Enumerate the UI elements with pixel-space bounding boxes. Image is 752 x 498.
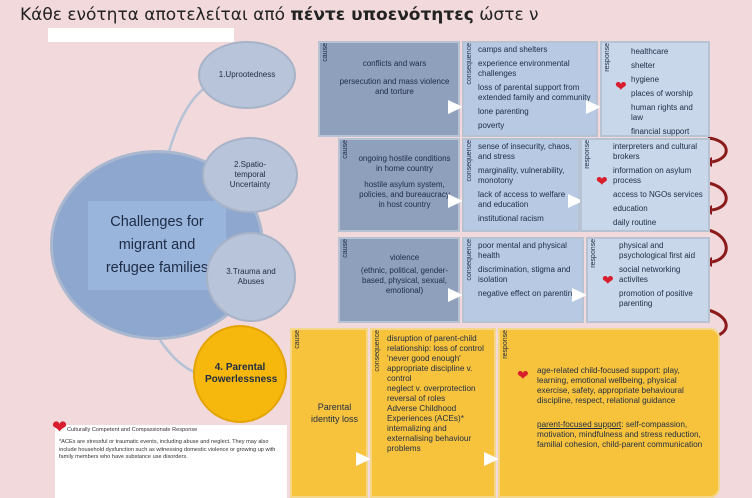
consequence-item: camps and shelters	[478, 45, 548, 54]
response-item: social networking activites	[619, 265, 681, 284]
response-item: education	[613, 204, 648, 213]
heart-icon: ❤	[517, 367, 529, 383]
row1-consequence-box: consequence camps and shelters experienc…	[462, 41, 598, 137]
cause-label: cause	[294, 330, 301, 349]
cause-label: cause	[342, 239, 349, 258]
consequence-item: lack of access to welfare and education	[478, 190, 566, 209]
cause-item: ongoing hostile conditions in home count…	[358, 154, 451, 173]
row-title: 1.Uprootedness	[218, 70, 276, 79]
consequence-item: neglect v. overprotection	[387, 384, 476, 393]
response-item: places of worship	[631, 89, 693, 98]
response-item: information on asylum process	[613, 166, 692, 185]
response-item: interpreters and cultural brokers	[613, 142, 698, 161]
response-item: access to NGOs services	[613, 190, 703, 199]
consequence-item: 'never good enough'	[387, 354, 461, 363]
uprootedness-circle: 1.Uprootedness	[198, 41, 296, 109]
consequence-item: loss of parental support from extended f…	[478, 83, 591, 102]
row3-response-box: response ❤ physical and psychological fi…	[586, 237, 710, 323]
row3-consequence-box: consequence poor mental and physical hea…	[462, 237, 584, 323]
consequence-item: lone parenting	[478, 107, 529, 116]
arrow-right-icon	[448, 100, 463, 114]
row1-cause-box: cause conflicts and wars persecution and…	[318, 41, 460, 137]
consequence-item: disruption of parent-child relationship:…	[387, 334, 484, 353]
arrow-right-icon	[356, 452, 371, 466]
response-text: : self-compassion, motivation, mindfulne…	[537, 420, 703, 449]
cause-item: persecution and mass violence and tortur…	[339, 77, 450, 96]
arrow-right-icon	[448, 194, 463, 208]
consequence-label: consequence	[466, 239, 473, 281]
heart-icon: ❤	[602, 272, 614, 288]
hub-label: Challenges for migrant and refugee famil…	[88, 200, 226, 290]
consequence-item: appropriate discipline v. control	[387, 364, 473, 383]
consequence-item: negative effect on parenting	[478, 289, 577, 298]
white-bar	[48, 28, 234, 42]
consequence-item: poor mental and physical health	[478, 241, 567, 260]
cause-label: cause	[342, 140, 349, 159]
cause-item: hostile asylum system, policies, and bur…	[359, 180, 450, 209]
row3-cause-box: cause violence (ethnic, political, gende…	[338, 237, 460, 323]
consequence-item: reversal of roles	[387, 394, 446, 403]
row2-consequence-box: consequence sense of insecurity, chaos, …	[462, 138, 580, 232]
arrow-right-icon	[484, 452, 499, 466]
curved-arrow-icon	[707, 136, 728, 164]
response-label: response	[590, 239, 597, 268]
consequence-label: consequence	[374, 330, 381, 372]
response-label: response	[584, 140, 591, 169]
uncertainty-circle: 2.Spatio-temporal Uncertainty	[202, 137, 298, 213]
legend-title: Culturally Competent and Compassionate R…	[67, 427, 198, 433]
row4-response-box: response ❤ age-related child-focused sup…	[498, 328, 720, 498]
consequence-item: internalizing and externalising behaviou…	[387, 424, 472, 453]
cause-item: (ethnic, political, gender-based, physic…	[360, 266, 449, 295]
legend-box: Culturally Competent and Compassionate R…	[55, 425, 287, 498]
cause-label: cause	[322, 43, 329, 62]
heart-icon: ❤	[615, 78, 627, 94]
row2-cause-box: cause ongoing hostile conditions in home…	[338, 138, 460, 232]
arrow-right-icon	[448, 288, 463, 302]
heart-icon: ❤	[596, 173, 608, 189]
cause-item: violence	[389, 253, 420, 262]
powerlessness-circle: 4. Parental Powerlessness	[193, 325, 287, 423]
consequence-item: poverty	[478, 121, 505, 130]
row-title: 3.Trauma and Abuses	[226, 267, 276, 286]
response-item: human rights and law	[631, 103, 693, 122]
row2-response-box: response ❤ interpreters and cultural bro…	[580, 138, 710, 232]
arrow-right-icon	[568, 194, 583, 208]
response-item: daily routine	[613, 218, 657, 227]
response-item: promotion of positive parenting	[619, 289, 693, 308]
response-item: age-related child-focused support: play,…	[537, 366, 684, 405]
trauma-circle: 3.Trauma and Abuses	[206, 232, 296, 322]
response-label: response	[604, 43, 611, 72]
top-caption: Κάθε ενότητα αποτελείται από πέντε υποεν…	[20, 5, 539, 25]
response-item: hygiene	[631, 75, 660, 84]
consequence-item: marginality, vulnerability, monotony	[478, 166, 565, 185]
legend-note: *ACEs are stressful or traumatic events,…	[59, 439, 276, 461]
row4-cause-box: cause Parental identity loss	[290, 328, 368, 498]
row-title: 2.Spatio-temporal Uncertainty	[229, 160, 271, 189]
response-heading: parent-focused support	[537, 420, 622, 429]
response-item: shelter	[631, 61, 656, 70]
response-item: healthcare	[631, 47, 669, 56]
response-item: parent-focused support: self-compassion,…	[537, 420, 708, 450]
consequence-item: institutional racism	[478, 214, 544, 223]
heart-icon: ❤	[52, 417, 68, 438]
cause-item: Parental identity loss	[310, 402, 359, 424]
consequence-item: experience environmental challenges	[478, 59, 570, 78]
response-item: physical and psychological first aid	[619, 241, 696, 260]
consequence-item: sense of insecurity, chaos, and stress	[478, 142, 572, 161]
cause-item: conflicts and wars	[362, 59, 427, 68]
consequence-item: Adverse Childhood Experiences (ACEs)*	[387, 404, 464, 423]
row1-response-box: response ❤ healthcare shelter hygiene pl…	[600, 41, 710, 137]
consequence-label: consequence	[466, 140, 473, 182]
row4-consequence-box: consequence disruption of parent-child r…	[370, 328, 496, 498]
consequence-item: discrimination, stigma and isolation	[478, 265, 571, 284]
response-label: response	[502, 330, 509, 359]
arrow-right-icon	[572, 288, 587, 302]
arrow-right-icon	[586, 100, 601, 114]
row-title: 4. Parental Powerlessness	[205, 362, 278, 385]
response-item: financial support	[631, 127, 690, 136]
consequence-label: consequence	[466, 43, 473, 85]
